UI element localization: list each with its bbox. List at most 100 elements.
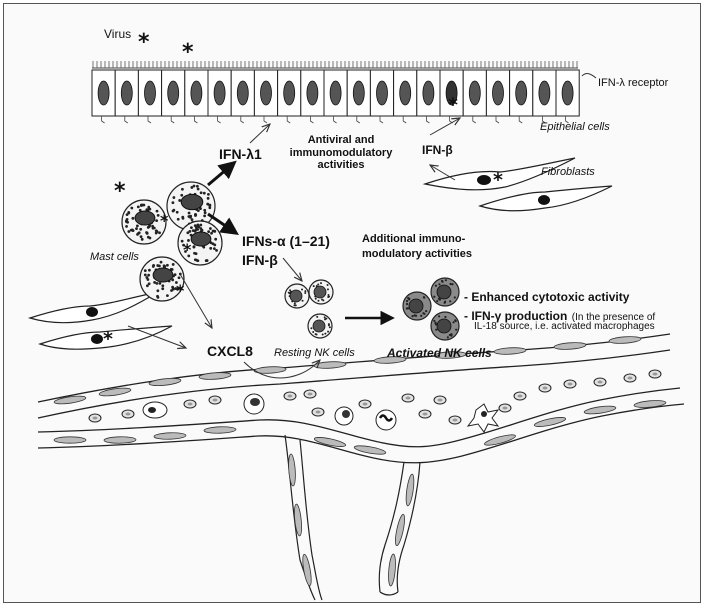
cxcl8-label: CXCL8 [207, 343, 253, 359]
red-blood-cell [358, 399, 372, 409]
red-blood-cell [208, 395, 222, 405]
endothelial-cell [313, 437, 347, 447]
endothelial-cell [288, 453, 296, 487]
epithelial-cell [393, 69, 418, 124]
epithelial-cell [161, 69, 186, 124]
epithelial-cell [555, 69, 580, 124]
il18-note: IL-18 source, i.e. activated macrophages [474, 321, 655, 332]
endothelial-cell [633, 400, 667, 408]
red-blood-cell [183, 399, 197, 409]
arrow-fibroblast-to-cxcl8 [127, 325, 186, 348]
resting-nk-cell [308, 279, 334, 305]
red-blood-cell [513, 391, 527, 401]
endothelial-cell [353, 445, 387, 455]
epithelial-cell [485, 69, 511, 124]
epithelial-cell [323, 69, 348, 124]
endothelial-cell [103, 436, 137, 444]
epithelial-cell [253, 69, 279, 124]
arrow-mast-to-cxcl8 [179, 273, 212, 328]
ifn-gamma-production-label: - IFN-γ production [464, 309, 568, 323]
virus-star-1: * [138, 30, 150, 55]
epithelial-cell-layer [91, 61, 580, 124]
activated-nk-cell [402, 291, 432, 321]
activated-nk-cell-group [402, 277, 460, 341]
blood-vessel [37, 333, 685, 601]
endothelial-cell [98, 387, 132, 397]
epithelial-cell [207, 69, 232, 124]
epithelial-cell [346, 69, 371, 124]
endothelial-cell [253, 366, 287, 374]
endothelial-cell [203, 426, 237, 434]
epithelial-cell [184, 69, 209, 124]
endothelial-cell [405, 473, 415, 507]
fibroblast-bottom [478, 185, 613, 212]
red-blood-cell [448, 415, 462, 425]
red-blood-cell [418, 409, 432, 419]
additional-activities-line1: Additional immuno- [362, 233, 466, 245]
endothelial-cell [153, 432, 187, 440]
epithelial-cell [277, 69, 302, 124]
ifn-beta-mid-label: IFN-β [242, 252, 278, 268]
endothelial-cell [294, 503, 302, 537]
red-blood-cell [303, 389, 317, 399]
endothelial-cell [484, 434, 516, 446]
mast-cells-label: Mast cells [90, 251, 139, 263]
epithelial-cell [462, 69, 487, 124]
virus-star-on-mast-cell: * [176, 281, 185, 300]
epithelial-cells-label: Epithelial cells [540, 121, 610, 133]
epithelial-cell [300, 69, 325, 124]
antiviral-line-2: immunomodulatory [289, 146, 393, 159]
arrow-ifnl1-to-epithelium [249, 124, 270, 144]
endothelial-cell [148, 378, 182, 386]
mast-cell-in-vessel [243, 393, 265, 415]
enhanced-cytotoxic-label: - Enhanced cytotoxic activity [464, 290, 630, 304]
antiviral-line-3: activities [317, 159, 365, 172]
red-blood-cell [648, 369, 662, 379]
ifn-gamma-note: (In the presence of [571, 312, 656, 323]
antiviral-line-1: Antiviral and [307, 134, 375, 146]
epithelial-cell [114, 69, 139, 124]
virus-star-on-mast-cell: * [183, 240, 192, 259]
arrow-mast-to-ifns-alpha [207, 212, 239, 236]
arrow-ifns-to-nk [282, 257, 302, 281]
virus-star-4: * [114, 179, 126, 204]
resting-nk-cell [307, 313, 333, 339]
endothelial-cell [493, 347, 527, 355]
mast-cell [139, 256, 185, 302]
arrows [127, 73, 597, 379]
ifn-lambda1-label: IFN-λ1 [219, 146, 262, 162]
activated-nk-cell [430, 311, 460, 341]
fibroblasts-label: Fibroblasts [541, 166, 595, 178]
mast-cell [177, 220, 223, 266]
ifn-beta-top-label: IFN-β [422, 143, 453, 157]
red-blood-cell [538, 383, 552, 393]
epithelial-cell [509, 69, 534, 124]
red-blood-cell [311, 407, 325, 417]
epithelial-cell [532, 69, 557, 124]
endothelial-cell [583, 405, 617, 415]
epithelial-cell [439, 69, 464, 124]
additional-activities-line2: modulatory activities [362, 248, 473, 260]
ifn-gamma-line: - IFN-γ production (In the presence of [464, 307, 655, 325]
epithelial-cell [137, 69, 163, 124]
arrow-mast-to-ifnl1 [207, 160, 237, 187]
endothelial-cell [608, 336, 642, 344]
receptor-pointer [581, 73, 597, 79]
activated-nk-cell [430, 277, 460, 307]
arrow-fibroblast-to-ifnb [430, 165, 456, 181]
resting-nk-cell-group [284, 279, 334, 339]
virus-star-3: * [448, 94, 458, 116]
fibroblast-left-top [27, 291, 159, 324]
endothelial-cell [302, 553, 312, 587]
fibroblast-top [422, 157, 576, 191]
virus-star-2: * [182, 40, 194, 65]
endothelial-cell [433, 351, 467, 359]
endothelial-cell [533, 417, 567, 427]
nk-cell-in-vessel-1 [334, 406, 354, 426]
fibroblast-left-bottom [38, 325, 173, 350]
ifn-lambda-receptors [92, 61, 578, 68]
endothelial-cell [553, 342, 587, 350]
endothelial-cell [395, 513, 405, 547]
endothelial-cell [53, 395, 87, 405]
